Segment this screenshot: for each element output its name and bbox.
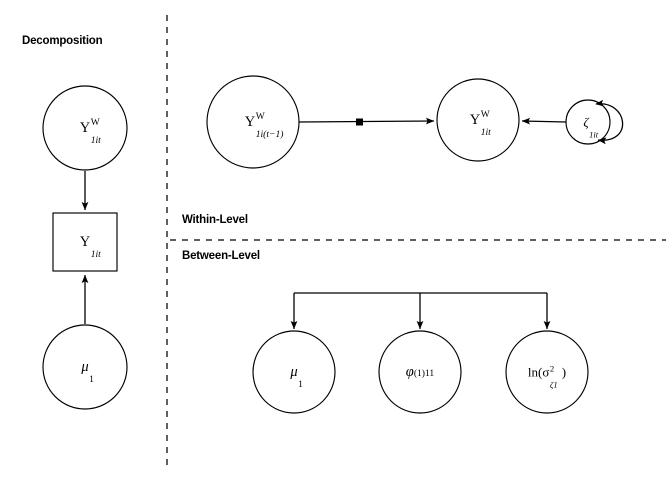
- node-within-current[interactable]: [436, 78, 520, 162]
- node-within-residual[interactable]: [565, 99, 611, 145]
- edge-residual-to-current: [521, 117, 567, 125]
- node-decomp-latent[interactable]: [42, 85, 128, 171]
- node-between-phi[interactable]: [378, 330, 462, 414]
- decomposition-heading: Decomposition: [22, 35, 103, 47]
- edge-lagged-to-current: [298, 117, 435, 125]
- node-between-mean[interactable]: [252, 330, 336, 414]
- node-within-lagged[interactable]: [206, 75, 300, 169]
- between-level-heading: Between-Level: [182, 250, 260, 262]
- edge-residual-variance-loop: [595, 99, 624, 145]
- within-level-heading: Within-Level: [182, 214, 248, 226]
- node-decomp-observed[interactable]: [52, 212, 118, 272]
- node-decomp-mean[interactable]: [42, 324, 128, 410]
- node-between-logvar[interactable]: [505, 330, 589, 414]
- edge-marker-square: [356, 118, 363, 126]
